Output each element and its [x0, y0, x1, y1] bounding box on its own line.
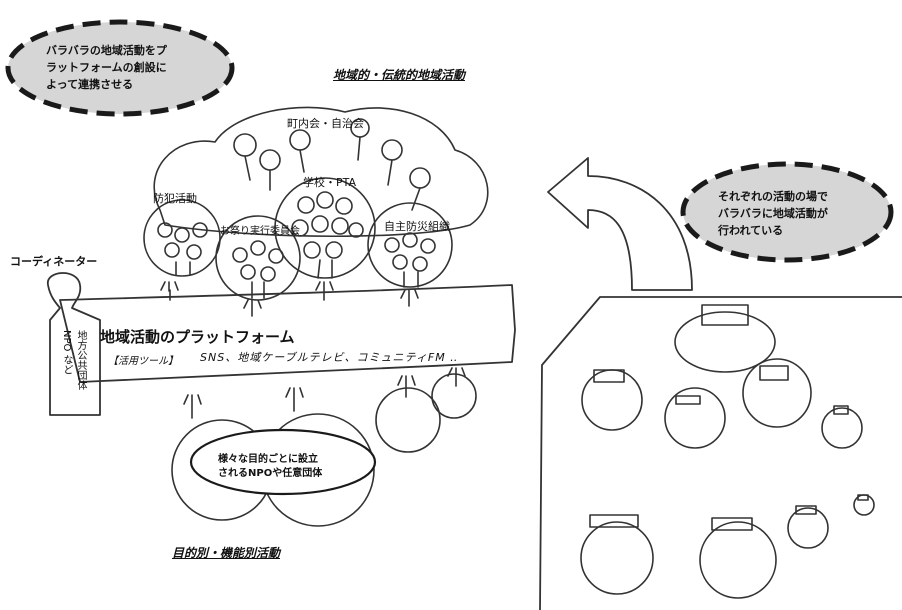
coordinator-label: コーディネーター: [10, 255, 98, 268]
gakko-balloons: [291, 191, 364, 279]
separate-activity-area: [539, 296, 902, 610]
footer-purpose: 目的別・機能別活動: [172, 546, 281, 560]
platform-tools-list: SNS、地域ケーブルテレビ、コミュニティFM ‥: [200, 351, 459, 364]
coordinator-figure-text: 地方公共団体 NPO など: [61, 330, 86, 390]
bubble-right-line2: バラバラに地域活動が: [718, 207, 828, 220]
jishubosai-balloons: [384, 232, 436, 288]
group-label-jishubosai: 自主防災組織: [384, 220, 450, 233]
bubble-npo-shape: [189, 428, 377, 496]
group-label-gakko: 学校・PTA: [303, 176, 357, 189]
gakko-circle: [274, 177, 376, 279]
bubble-right-shape: [680, 161, 894, 263]
group-label-chonaikai: 町内会・自治会: [287, 117, 364, 130]
platform-tools-label: 【活用ツール】: [108, 356, 178, 367]
jishubosai-circle: [367, 202, 453, 288]
bohan-circle: [143, 199, 221, 277]
coordinator-figure: [47, 272, 101, 416]
member-balloons-top: [233, 118, 431, 211]
bubble-npo-line2: されるNPOや任意団体: [218, 468, 323, 479]
npo-circle-4: [431, 373, 477, 419]
hands-top: [160, 281, 419, 317]
hands-bottom: [183, 367, 466, 419]
group-label-bohan: 防犯活動: [153, 192, 197, 205]
separate-groups: [580, 304, 875, 599]
group-label-omatsuri: お祭り実行委員会: [220, 226, 300, 237]
bubble-right-line3: 行われている: [718, 224, 784, 237]
speech-bubbles: [5, 19, 894, 263]
bubble-top-left-line1: バラバラの地域活動をプ: [46, 44, 167, 57]
bubble-top-left-line3: よって連携させる: [46, 78, 134, 91]
bubble-npo-line1: 様々な目的ごとに設立: [218, 454, 318, 465]
bubble-right-line1: それぞれの活動の場で: [718, 190, 828, 203]
header-traditional: 地域的・伝統的地域活動: [333, 68, 466, 82]
bohan-balloons: [157, 222, 208, 276]
omatsuri-balloons: [232, 240, 284, 299]
platform-title: 地域活動のプラットフォーム: [100, 328, 295, 346]
left-arrow: [547, 157, 693, 291]
platform-beam: [59, 284, 516, 383]
bubble-top-left-line2: ラットフォームの創設に: [46, 61, 167, 74]
npo-circle-3: [375, 387, 441, 453]
bubble-top-left-shape: [5, 19, 235, 117]
